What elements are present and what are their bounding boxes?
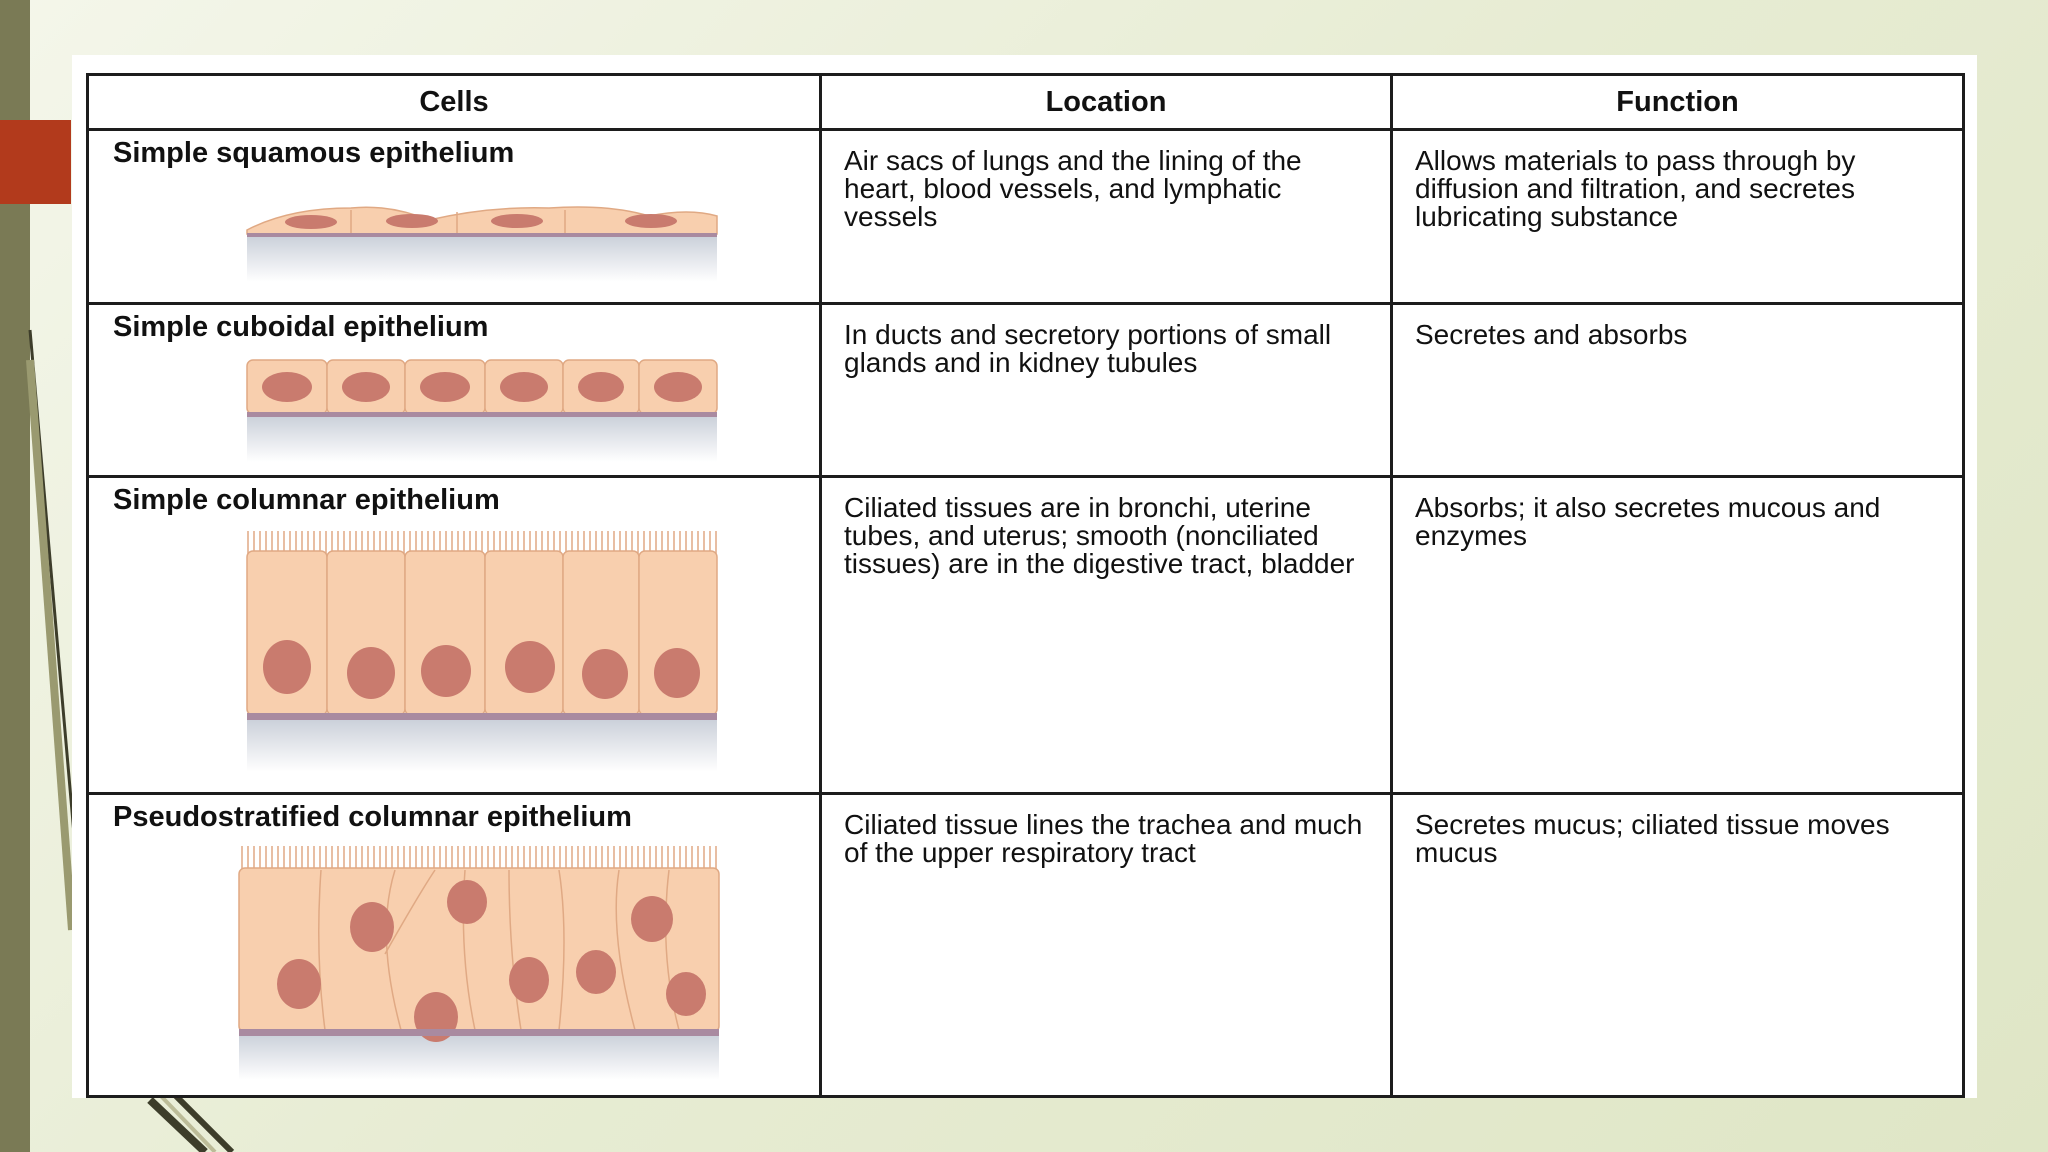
function-cell: Allows materials to pass through by diff… — [1390, 128, 1965, 305]
slide-content-card: Cells Location Function Simple squamous … — [72, 55, 1977, 1098]
simple-squamous-cells-illustration — [246, 206, 718, 282]
location-cell: Ciliated tissue lines the trachea and mu… — [819, 792, 1393, 1098]
function-text: Secretes mucus; ciliated tissue moves mu… — [1415, 809, 1890, 869]
table-row: Simple columnar epithelium — [86, 475, 1965, 796]
pseudostratified-columnar-cells-illustration — [238, 846, 720, 1081]
cell-type-name: Simple columnar epithelium — [113, 484, 500, 517]
function-text: Absorbs; it also secretes mucous and enz… — [1415, 492, 1881, 552]
table-row: Pseudostratified columnar epithelium — [86, 792, 1965, 1098]
location-text: In ducts and secretory portions of small… — [844, 318, 1332, 378]
simple-columnar-cells-illustration — [246, 531, 718, 773]
location-text: Ciliated tissues are in bronchi, uterine… — [844, 492, 1355, 580]
location-cell: Air sacs of lungs and the lining of the … — [819, 128, 1393, 305]
function-cell: Secretes mucus; ciliated tissue moves mu… — [1390, 792, 1965, 1098]
function-text: Secretes and absorbs — [1415, 318, 1688, 350]
location-cell: In ducts and secretory portions of small… — [819, 301, 1393, 479]
cell-type-name: Pseudostratified columnar epithelium — [113, 801, 632, 834]
cells-cell: Simple squamous epithelium — [86, 128, 822, 305]
table-header-row: Cells Location Function — [86, 73, 1965, 131]
simple-cuboidal-cells-illustration — [246, 358, 718, 462]
location-text: Ciliated tissue lines the trachea and mu… — [844, 809, 1363, 869]
epithelium-table: Cells Location Function Simple squamous … — [86, 73, 1965, 1098]
header-location: Location — [819, 73, 1393, 131]
cells-cell: Pseudostratified columnar epithelium — [86, 792, 822, 1098]
header-cells: Cells — [86, 73, 822, 131]
function-cell: Secretes and absorbs — [1390, 301, 1965, 479]
header-function: Function — [1390, 73, 1965, 131]
cells-cell: Simple cuboidal epithelium — [86, 301, 822, 479]
cells-cell: Simple columnar epithelium — [86, 475, 822, 796]
function-cell: Absorbs; it also secretes mucous and enz… — [1390, 475, 1965, 796]
cell-type-name: Simple cuboidal epithelium — [113, 310, 489, 343]
function-text: Allows materials to pass through by diff… — [1415, 145, 1856, 232]
location-text: Air sacs of lungs and the lining of the … — [844, 145, 1302, 232]
table-row: Simple squamous epithelium — [86, 128, 1965, 305]
cell-type-name: Simple squamous epithelium — [113, 137, 515, 169]
location-cell: Ciliated tissues are in bronchi, uterine… — [819, 475, 1393, 796]
red-accent-block — [0, 120, 71, 204]
table-row: Simple cuboidal epithelium — [86, 301, 1965, 479]
